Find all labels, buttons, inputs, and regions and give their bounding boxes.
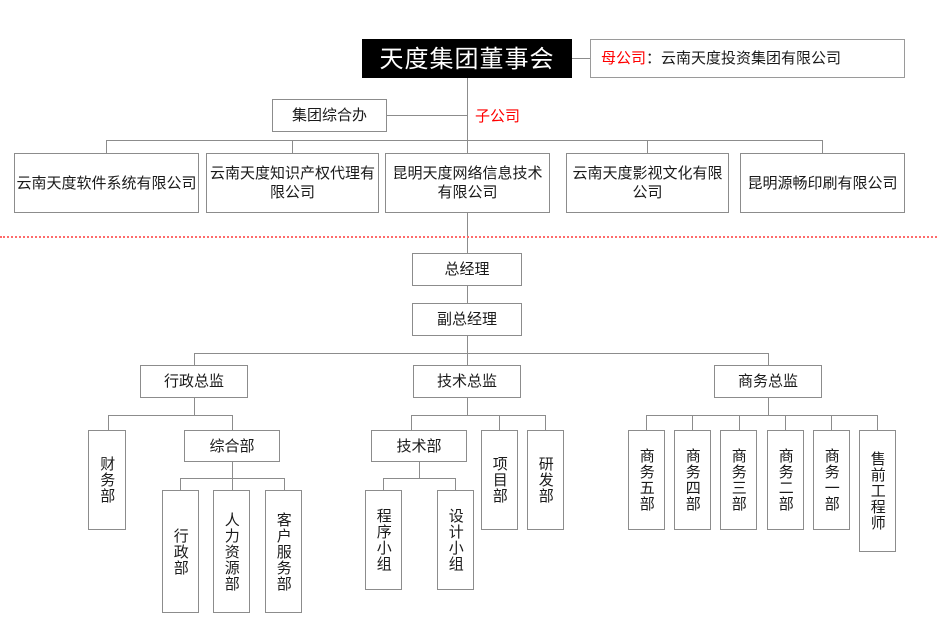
connector-drop-business-3	[739, 415, 740, 430]
dept-node-business-5[interactable]: 商务五部	[628, 430, 665, 530]
subsidiary-node-1[interactable]: 云南天度软件系统有限公司	[14, 153, 199, 213]
dept-node-finance[interactable]: 财务部	[88, 430, 126, 530]
parent-company-note: 母公司：云南天度投资集团有限公司	[590, 39, 905, 78]
team-node-design[interactable]: 设计小组	[437, 490, 474, 590]
connector-drop-general-dept	[232, 415, 233, 430]
connector-drop-project-dept	[499, 415, 500, 430]
dept-node-general-affairs[interactable]: 综合部	[184, 430, 280, 462]
connector-drop-customer-service-dept	[284, 478, 285, 490]
subsidiary-node-5[interactable]: 昆明源畅印刷有限公司	[740, 153, 905, 213]
dept-node-customer-service[interactable]: 客户服务部	[265, 490, 302, 613]
connector-drop-design-team	[455, 478, 456, 490]
connector-drop-program-team	[383, 478, 384, 490]
parent-company-name: 云南天度投资集团有限公司	[661, 49, 842, 68]
connector-drop-subsidiary-2	[292, 140, 293, 153]
dept-node-business-1[interactable]: 商务一部	[813, 430, 850, 530]
dept-node-human-resources[interactable]: 人力资源部	[213, 490, 250, 613]
dept-node-administration[interactable]: 行政部	[162, 490, 199, 613]
connector-drop-business-5	[646, 415, 647, 430]
dept-node-business-4[interactable]: 商务四部	[674, 430, 711, 530]
subsidiary-tag-label: 子公司	[475, 107, 521, 125]
connector-drop-admin-dept	[180, 478, 181, 490]
director-node-tech[interactable]: 技术总监	[413, 365, 521, 398]
connector-admin-bus	[108, 415, 232, 416]
connector-drop-business-1	[831, 415, 832, 430]
connector-drop-business-4	[692, 415, 693, 430]
subsidiary-node-3[interactable]: 昆明天度网络信息技术有限公司	[385, 153, 550, 213]
connector-subsidiary-to-gm	[467, 213, 468, 253]
section-divider	[0, 236, 937, 238]
dept-node-research-development[interactable]: 研发部	[527, 430, 564, 530]
connector-admin-director-down	[194, 398, 195, 415]
group-office-node[interactable]: 集团综合办	[272, 99, 387, 132]
board-of-directors-node[interactable]: 天度集团董事会	[362, 39, 572, 78]
connector-drop-business-2	[785, 415, 786, 430]
connector-drop-hr-dept	[232, 478, 233, 490]
connector-drop-director-2	[467, 353, 468, 365]
connector-drop-subsidiary-4	[647, 140, 648, 153]
connector-drop-subsidiary-1	[106, 140, 107, 153]
connector-business-bus	[646, 415, 877, 416]
dept-node-project[interactable]: 项目部	[481, 430, 518, 530]
director-node-business[interactable]: 商务总监	[714, 365, 822, 398]
director-node-admin[interactable]: 行政总监	[140, 365, 248, 398]
parent-company-tag: 母公司	[601, 49, 647, 68]
parent-company-separator: ：	[646, 49, 662, 68]
connector-tech-director-down	[467, 398, 468, 415]
connector-business-director-down	[768, 398, 769, 415]
connector-drop-subsidiary-5	[822, 140, 823, 153]
subsidiary-node-2[interactable]: 云南天度知识产权代理有限公司	[206, 153, 379, 213]
deputy-general-manager-node[interactable]: 副总经理	[412, 303, 522, 336]
dept-node-presales-engineer[interactable]: 售前工程师	[859, 430, 896, 552]
connector-director-bus	[194, 353, 768, 354]
connector-gm-to-dgm	[467, 286, 468, 303]
dept-node-business-3[interactable]: 商务三部	[720, 430, 757, 530]
connector-tech-dept-bus	[383, 478, 455, 479]
connector-board-spine	[467, 78, 468, 140]
connector-tech-bus	[411, 415, 545, 416]
dept-node-business-2[interactable]: 商务二部	[767, 430, 804, 530]
connector-subsidiary-bus	[106, 140, 822, 141]
connector-dgm-to-director-bus	[467, 336, 468, 353]
connector-drop-finance-dept	[108, 415, 109, 430]
general-manager-node[interactable]: 总经理	[412, 253, 522, 286]
subsidiary-node-4[interactable]: 云南天度影视文化有限公司	[566, 153, 729, 213]
connector-tech-dept-down	[419, 462, 420, 478]
connector-drop-director-3	[768, 353, 769, 365]
connector-group-office-to-spine	[387, 115, 467, 116]
connector-drop-presales-engineer	[877, 415, 878, 430]
connector-drop-subsidiary-3	[467, 140, 468, 153]
connector-drop-director-1	[194, 353, 195, 365]
connector-general-dept-down	[232, 462, 233, 478]
dept-node-technology[interactable]: 技术部	[371, 430, 467, 462]
team-node-program[interactable]: 程序小组	[365, 490, 402, 590]
connector-board-to-parent-note	[572, 58, 590, 59]
connector-drop-tech-dept	[411, 415, 412, 430]
connector-drop-rd-dept	[545, 415, 546, 430]
